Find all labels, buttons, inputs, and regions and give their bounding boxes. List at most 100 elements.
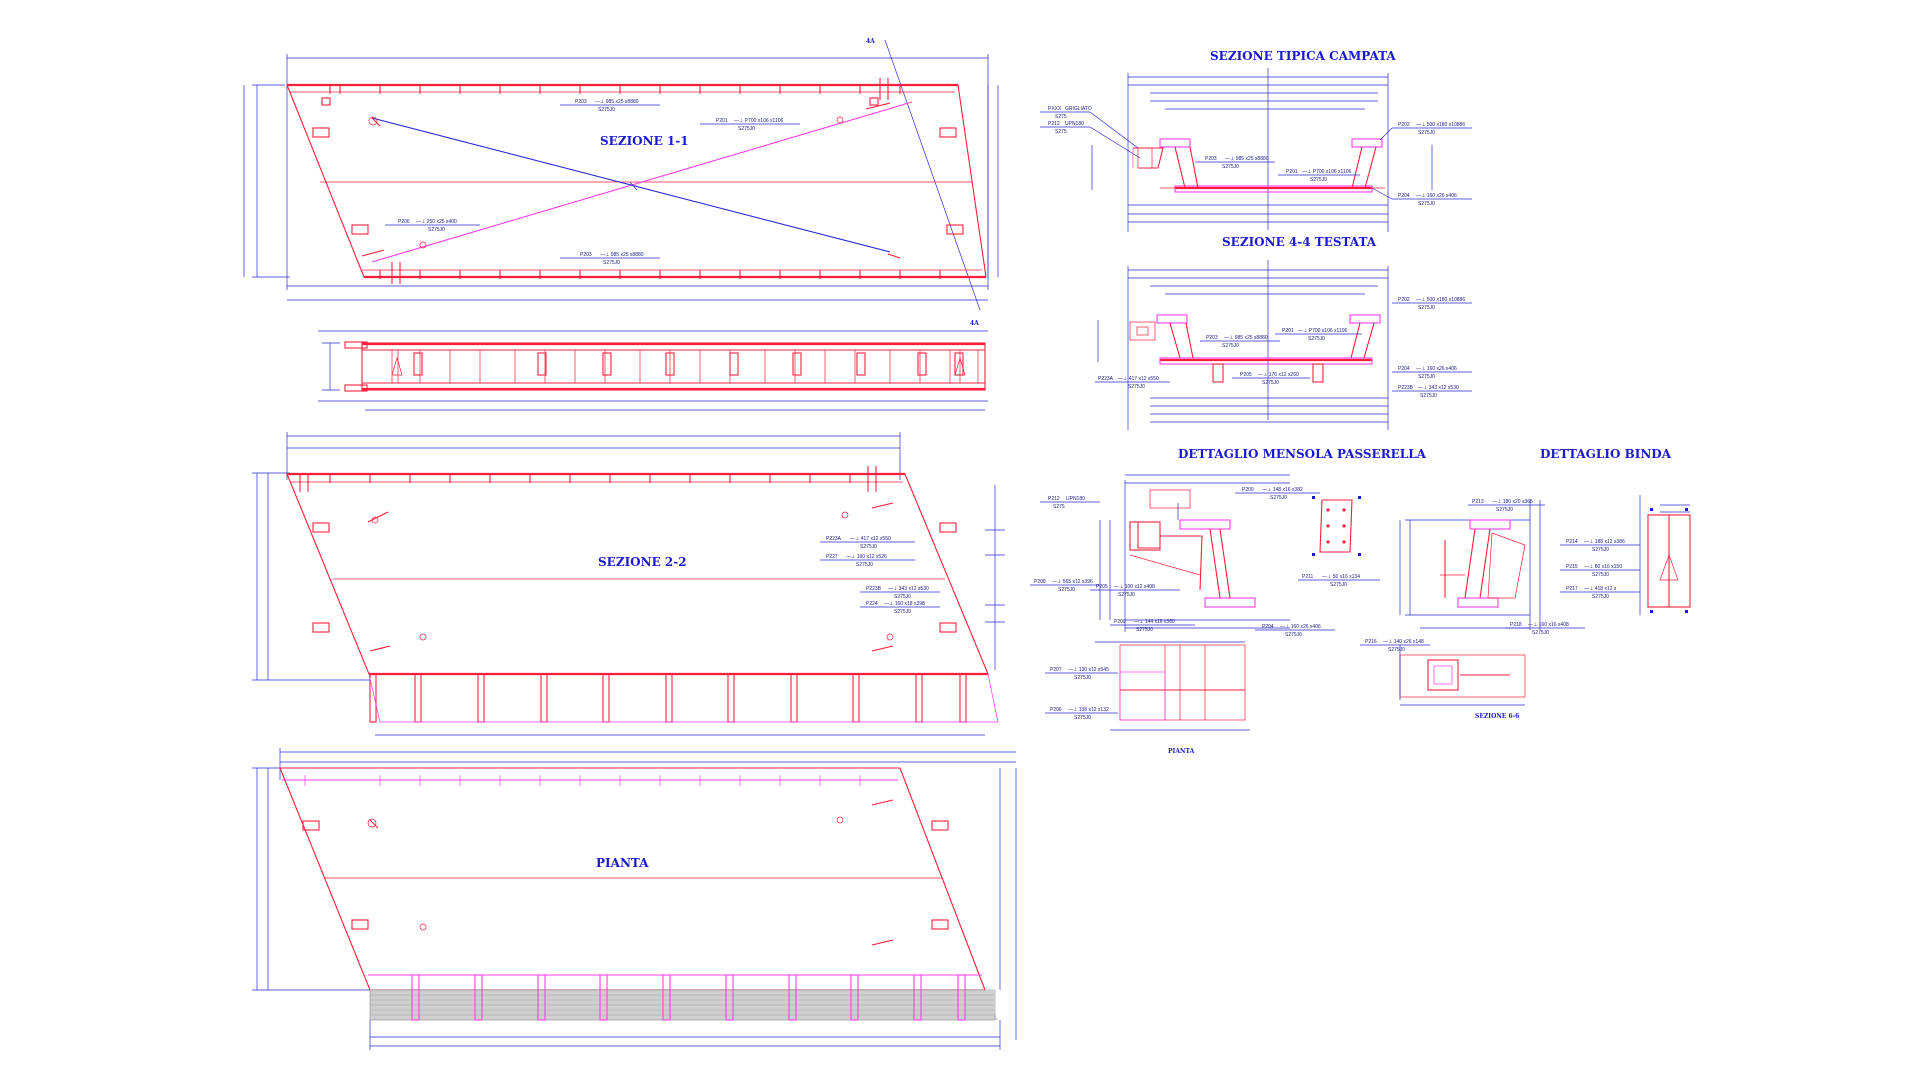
svg-text:—⊥ 160 x12 x526: —⊥ 160 x12 x526	[846, 554, 887, 560]
svg-text:S275J0: S275J0	[1118, 592, 1135, 598]
callout-mensola-p207: P207 —⊥ 130 x12 x545 S275J0	[1045, 667, 1118, 681]
svg-text:S275: S275	[1053, 504, 1065, 510]
svg-text:—⊥ 80 x16 x150: —⊥ 80 x16 x150	[1584, 564, 1622, 570]
svg-text:—⊥ 985 x25 x8880: —⊥ 985 x25 x8880	[595, 99, 639, 105]
callout-testata-p203: P203 —⊥ 985 x25 x8880 S275J0	[1200, 335, 1280, 349]
title-sezione-1-1: SEZIONE 1-1	[600, 134, 689, 148]
svg-text:S275J0: S275J0	[603, 260, 620, 266]
svg-text:—⊥ 130 x12 x545: —⊥ 130 x12 x545	[1068, 667, 1109, 673]
svg-text:S275J0: S275J0	[1592, 547, 1609, 553]
svg-text:P206: P206	[1050, 707, 1062, 713]
svg-text:—⊥ 985 x25 x8880: —⊥ 985 x25 x8880	[1225, 156, 1269, 162]
svg-text:P205: P205	[1240, 372, 1252, 378]
callout-binda-p217: P217 —⊥ 418 x12 x S275J0	[1560, 586, 1640, 600]
callout-testata-p204: P204 —⊥ 160 x26 x406 S275J0	[1392, 366, 1472, 380]
callout-mensola-p204: P204 —⊥ 160 x26 x406 S275J0	[1255, 624, 1335, 638]
view-sezione-1-1: 4A 4A	[243, 38, 999, 327]
svg-text:P203: P203	[1205, 156, 1217, 162]
svg-text:P201: P201	[716, 118, 728, 124]
svg-text:S275J0: S275J0	[1262, 380, 1279, 386]
svg-text:P207: P207	[1050, 667, 1062, 673]
svg-text:PXXX: PXXX	[1048, 106, 1062, 112]
svg-text:S275J0: S275J0	[1418, 130, 1435, 136]
svg-text:P217: P217	[1566, 586, 1578, 592]
svg-text:—⊥ 100 x12 x408: —⊥ 100 x12 x408	[1114, 584, 1155, 590]
callout-campata-p201: P201 —⊥ P700 x106 x1106 S275J0	[1278, 169, 1360, 183]
callout-campata-pxxx: PXXX GRIGLIATO S275	[1040, 106, 1139, 149]
svg-text:P209: P209	[1242, 487, 1254, 493]
callout-s22-p223a: P223A —⊥ 417 x12 x550 S275J0	[820, 536, 915, 550]
callout-s22-p227: P227 —⊥ 160 x12 x526 S275J0	[820, 554, 915, 568]
svg-text:P204: P204	[1398, 193, 1410, 199]
svg-text:GRIGLIATO: GRIGLIATO	[1065, 106, 1092, 112]
callout-binda-p213: P213 —⊥ 180 x20 x365 S275J0	[1468, 499, 1545, 513]
callout-campata-p202: P202 —⊥ 500 x180 x10886 S275J0	[1379, 122, 1472, 141]
svg-text:P201: P201	[1286, 169, 1298, 175]
svg-text:S275J0: S275J0	[1222, 164, 1239, 170]
svg-text:S275J0: S275J0	[1074, 715, 1091, 721]
svg-text:S275J0: S275J0	[894, 594, 911, 600]
view-pianta: PIANTA	[252, 748, 1017, 1050]
label-sezione-6-6: SEZIONE 6-6	[1475, 713, 1519, 720]
svg-text:—⊥ 160 x26 x406: —⊥ 160 x26 x406	[1416, 193, 1457, 199]
svg-text:—⊥ 500 x180 x10886: —⊥ 500 x180 x10886	[1416, 122, 1465, 128]
svg-text:—⊥ 160 x26 x406: —⊥ 160 x26 x406	[1280, 624, 1321, 630]
title-dettaglio-mensola: DETTAGLIO MENSOLA PASSERELLA	[1178, 447, 1427, 461]
svg-text:S275J0: S275J0	[1285, 632, 1302, 638]
svg-text:S275J0: S275J0	[1418, 305, 1435, 311]
view-elevation-strip	[318, 330, 988, 411]
svg-text:P215: P215	[1566, 564, 1578, 570]
svg-text:P204: P204	[1398, 366, 1410, 372]
callout-s11-p203-bottom: P203 —⊥ 985 x25 x8880 S275J0	[560, 252, 660, 266]
svg-text:S275J0: S275J0	[738, 126, 755, 132]
label-mensola-pianta: PIANTA	[1168, 748, 1195, 755]
svg-text:P202: P202	[1398, 297, 1410, 303]
svg-text:S275J0: S275J0	[1330, 582, 1347, 588]
section-mark-top: 4A	[866, 38, 875, 45]
binda-sezione-6-6: SEZIONE 6-6	[1399, 645, 1526, 720]
view-sezione-tipica-campata: SEZIONE TIPICA CAMPATA	[1040, 49, 1472, 232]
svg-text:P214: P214	[1566, 539, 1578, 545]
callout-testata-p223a: P223A —⊥ 417 x12 x550 S275J0	[1095, 376, 1170, 390]
svg-text:S275J0: S275J0	[1532, 630, 1549, 636]
view-sezione-2-2: SEZIONE 2-2 P223A —⊥ 417 x12 x550 S275J0…	[252, 432, 1005, 736]
svg-text:P203: P203	[575, 99, 587, 105]
callout-mensola-p205: P205 —⊥ 100 x12 x408 S275J0	[1090, 584, 1180, 598]
svg-text:P223B: P223B	[1398, 385, 1414, 391]
svg-text:S275J0: S275J0	[1418, 374, 1435, 380]
svg-text:—⊥ 180 x20 x365: —⊥ 180 x20 x365	[1492, 499, 1533, 505]
callout-mensola-p209-bottom: P209 —⊥ 144 x16 x380 S275J0	[1110, 619, 1195, 633]
svg-text:—⊥ 343 x12 x530: —⊥ 343 x12 x530	[888, 586, 929, 592]
svg-text:S275J0: S275J0	[1310, 177, 1327, 183]
svg-text:S275J0: S275J0	[1308, 336, 1325, 342]
callout-campata-p204: P204 —⊥ 160 x26 x406 S275J0	[1371, 187, 1472, 207]
svg-text:S275J0: S275J0	[1074, 675, 1091, 681]
svg-text:UPN180: UPN180	[1065, 121, 1084, 127]
svg-text:P203: P203	[580, 252, 592, 258]
svg-text:—⊥ 176 x12 x260: —⊥ 176 x12 x260	[1258, 372, 1299, 378]
svg-text:P213: P213	[1472, 499, 1484, 505]
svg-text:S275J0: S275J0	[860, 544, 877, 550]
svg-text:S275J0: S275J0	[1270, 495, 1287, 501]
title-sezione-2-2: SEZIONE 2-2	[598, 555, 687, 569]
svg-text:—⊥ 417 x12 x550: —⊥ 417 x12 x550	[850, 536, 891, 542]
svg-text:UPN180: UPN180	[1066, 496, 1085, 502]
svg-text:S275J0: S275J0	[1496, 507, 1513, 513]
callout-s11-p201: P201 —⊥ P700 x106 x1106 S275J0	[700, 118, 800, 132]
callout-s22-p223b: P223B —⊥ 343 x12 x530 S275J0	[860, 586, 940, 600]
svg-text:—⊥ P700 x106 x1106: —⊥ P700 x106 x1106	[734, 118, 784, 124]
svg-text:S275J0: S275J0	[1388, 647, 1405, 653]
svg-text:P216: P216	[1365, 639, 1377, 645]
svg-text:—⊥ 985 x25 x8880: —⊥ 985 x25 x8880	[600, 252, 644, 258]
svg-text:—⊥ 985 x25 x8880: —⊥ 985 x25 x8880	[1224, 335, 1268, 341]
title-dettaglio-binda: DETTAGLIO BINDA	[1540, 447, 1672, 461]
callout-campata-p212: P212 UPN180 S275	[1040, 121, 1141, 159]
svg-text:S275J0: S275J0	[598, 107, 615, 113]
svg-text:S275J0: S275J0	[1128, 384, 1145, 390]
svg-text:S275J0: S275J0	[1418, 201, 1435, 207]
svg-text:P223B: P223B	[866, 586, 882, 592]
section-mark-bottom: 4A	[970, 320, 979, 327]
svg-text:—⊥ 140 x26 x148: —⊥ 140 x26 x148	[1383, 639, 1424, 645]
callout-binda-p215: P215 —⊥ 80 x16 x150 S275J0	[1560, 564, 1640, 578]
